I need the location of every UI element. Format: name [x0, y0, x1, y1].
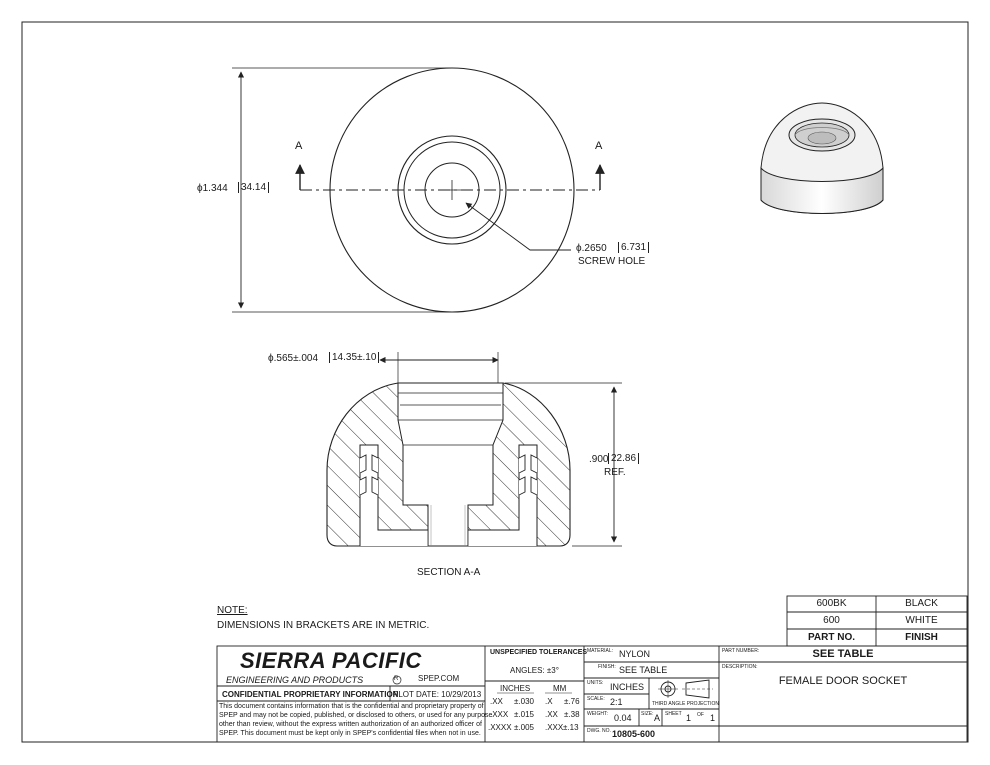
confidential-line: other than review, without the express w… [219, 721, 482, 728]
height-label: .900 [589, 454, 609, 465]
registered-mark: R [394, 676, 399, 682]
part-number-label: PART NUMBER: [722, 648, 760, 654]
sheet-total: 1 [710, 713, 716, 723]
size-label: SIZE: [641, 711, 654, 717]
section-view [326, 352, 622, 547]
confidential-line: SPEP and may not be copied, published, o… [219, 712, 493, 719]
tolerances-angles: ANGLES: ±3° [510, 666, 559, 675]
weight-label: WEIGHT: [587, 711, 608, 717]
title-block-grid [216, 645, 968, 743]
parts-header-part: PART NO. [807, 632, 856, 643]
hole-note: SCREW HOLE [578, 256, 646, 267]
notes-text: DIMENSIONS IN BRACKETS ARE IN METRIC. [217, 620, 430, 631]
tolerance-mm-value: ±.38 [564, 710, 580, 719]
plot-date: PLOT DATE: 10/29/2013 [393, 690, 482, 699]
sheet-value: 1 [686, 713, 692, 723]
hole-metric: 6.731 [618, 242, 650, 253]
material-value: NYLON [619, 649, 651, 659]
bore-metric: 14.35±.10 [329, 352, 380, 363]
company-logo: SIERRA PACIFIC [240, 648, 422, 673]
section-caption: SECTION A-A [417, 567, 481, 578]
units-label: UNITS: [587, 680, 604, 686]
confidential-title: CONFIDENTIAL PROPRIETARY INFORMATION [222, 690, 399, 699]
tolerance-mm-format: .XXX [545, 723, 564, 732]
company-website: SPEP.COM [418, 674, 460, 683]
tolerance-mm-value: ±.76 [564, 697, 580, 706]
weight-value: 0.04 [614, 713, 632, 723]
scale-value: 2:1 [610, 697, 623, 707]
tolerance-in-format: .XX [490, 697, 503, 706]
sheet-label: SHEET [665, 711, 682, 717]
tolerance-in-format: .XXX [490, 710, 509, 719]
tolerances-mm-header: MM [553, 684, 567, 693]
section-marker-right: A [595, 140, 603, 152]
top-view [232, 67, 605, 313]
parts-header-finish: FINISH [905, 632, 938, 643]
of-label: OF [697, 712, 704, 718]
parts-row-part: 600 [823, 615, 840, 626]
finish-label: FINISH: [598, 664, 616, 670]
description-label: DESCRIPTION: [722, 664, 758, 670]
tolerance-mm-value: ±.13 [563, 723, 579, 732]
finish-value: SEE TABLE [619, 665, 668, 675]
parts-row-finish: WHITE [905, 615, 938, 626]
bore-label: ϕ.565±.004 [268, 353, 319, 364]
diameter-label: ϕ1.344 [197, 183, 228, 194]
section-marker-left: A [295, 140, 303, 152]
part-number-value: SEE TABLE [812, 648, 874, 660]
parts-row-part: 600BK [816, 598, 847, 609]
confidential-line: SPEP. This document must be kept only in… [219, 730, 481, 737]
isometric-view [760, 102, 884, 214]
tolerance-in-value: ±.015 [514, 710, 534, 719]
description-value: FEMALE DOOR SOCKET [778, 675, 908, 687]
third-angle-projection-icon [658, 679, 713, 699]
height-note: REF. [604, 467, 626, 478]
diameter-metric: 34.14 [238, 182, 270, 193]
parts-row-finish: BLACK [905, 598, 938, 609]
projection-label: THIRD ANGLE PROJECTION [652, 701, 719, 707]
tolerances-title: UNSPECIFIED TOLERANCES [490, 649, 588, 656]
scale-label: SCALE: [587, 696, 605, 702]
tolerance-in-format: .XXXX [488, 723, 512, 732]
height-metric: 22.86 [608, 453, 640, 464]
units-value: INCHES [610, 682, 645, 692]
tolerance-mm-format: .XX [545, 710, 558, 719]
tolerances-inches-header: INCHES [500, 684, 531, 693]
dwg-label: DWG. NO. [587, 728, 611, 734]
notes-heading: NOTE: [217, 605, 248, 616]
dwg-number: 10805-600 [612, 729, 656, 739]
hole-label: ϕ.2650 [576, 243, 607, 254]
material-label: MATERIAL: [587, 648, 614, 654]
tolerance-in-value: ±.030 [514, 697, 534, 706]
size-value: A [654, 713, 661, 723]
company-subtitle: ENGINEERING AND PRODUCTS [226, 675, 364, 685]
confidential-line: This document contains information that … [219, 703, 484, 710]
tolerance-mm-format: .X [545, 697, 553, 706]
screw-hole-leader [465, 202, 571, 251]
tolerance-in-value: ±.005 [514, 723, 534, 732]
